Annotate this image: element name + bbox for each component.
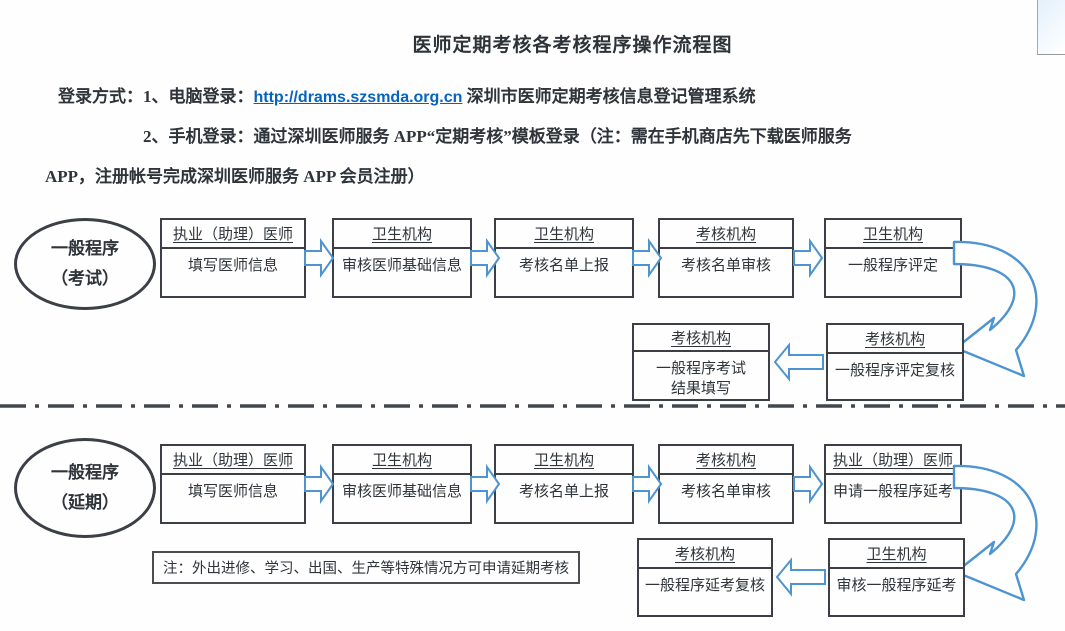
login-line-1: 登录方式：1、电脑登录：http://drams.szsmda.org.cn 深…	[58, 82, 756, 107]
divider-line	[0, 404, 1065, 408]
right-arrow-icon	[632, 464, 662, 504]
step-body: 一般程序评定复核	[834, 363, 955, 379]
url-link[interactable]: http://drams.szsmda.org.cn	[253, 89, 463, 106]
step-body: 考核名单审核	[680, 484, 771, 500]
flow-exam-label-line1: 一般程序	[51, 239, 119, 259]
page-title: 医师定期考核各考核程序操作流程图	[412, 35, 733, 56]
flow-defer-label-line2: （延期）	[51, 493, 119, 512]
step-box: 执业（助理）医师 填写医师信息	[160, 218, 306, 298]
flow-exam-label-line2: （考试）	[51, 269, 119, 288]
step-box: 卫生机构 考核名单上报	[494, 444, 634, 524]
step-header: 卫生机构	[826, 220, 960, 249]
login-line-1-suffix: 深圳市医师定期考核信息登记管理系统	[462, 87, 756, 106]
login-line-1-prefix: 登录方式：1、电脑登录：	[58, 87, 254, 106]
step-body: 考核名单上报	[518, 258, 609, 274]
step-box: 卫生机构 考核名单上报	[494, 218, 634, 298]
step-header: 卫生机构	[496, 446, 632, 475]
left-arrow-icon	[776, 557, 826, 597]
step-header: 考核机构	[639, 540, 771, 569]
flow-defer-label-line1: 一般程序	[51, 463, 119, 483]
login-line-2: 2、手机登录：通过深圳医师服务 APP“定期考核”模板登录（注：需在手机商店先下…	[143, 127, 852, 146]
step-body: 审核一般程序延考	[836, 578, 957, 594]
page-corner-artifact	[1037, 0, 1065, 55]
login-line-3: APP，注册帐号完成深圳医师服务 APP 会员注册）	[45, 167, 425, 186]
step-body: 考核名单审核	[680, 258, 771, 274]
step-header: 卫生机构	[334, 446, 470, 475]
step-body: 审核医师基础信息	[341, 258, 462, 274]
right-arrow-icon	[470, 464, 500, 504]
step-box: 执业（助理）医师 填写医师信息	[160, 444, 306, 524]
step-header: 卫生机构	[830, 540, 963, 569]
curved-arrow-icon	[952, 464, 1038, 602]
step-header: 考核机构	[828, 325, 962, 354]
step-box: 卫生机构 审核医师基础信息	[332, 218, 472, 298]
step-body: 考核名单上报	[518, 484, 609, 500]
step-box: 考核机构 考核名单审核	[658, 444, 794, 524]
step-header: 执业（助理）医师	[162, 446, 304, 475]
right-arrow-icon	[304, 464, 334, 504]
note-box: 注：外出进修、学习、出国、生产等特殊情况方可申请延期考核	[152, 551, 580, 584]
step-body: 审核医师基础信息	[341, 484, 462, 500]
step-body: 一般程序延考复核	[644, 578, 765, 594]
flow-exam-label: 一般程序 （考试）	[14, 218, 156, 310]
step-header: 考核机构	[634, 325, 768, 352]
step-header: 执业（助理）医师	[162, 220, 304, 249]
curved-arrow-icon	[952, 240, 1038, 378]
step-body-line2: 结果填写	[670, 380, 731, 397]
step-body: 一般程序评定	[847, 258, 938, 274]
step-box: 卫生机构 审核医师基础信息	[332, 444, 472, 524]
right-arrow-icon	[793, 464, 823, 504]
step-body: 一般程序考试 结果填写	[634, 352, 768, 400]
step-body-line1: 一般程序考试	[655, 360, 746, 377]
step-header: 卫生机构	[496, 220, 632, 249]
step-box: 考核机构 一般程序考试 结果填写	[632, 323, 770, 401]
right-arrow-icon	[632, 238, 662, 278]
step-box: 执业（助理）医师 申请一般程序延考	[824, 444, 962, 524]
flow-defer-label: 一般程序 （延期）	[14, 438, 156, 538]
step-box: 考核机构 一般程序评定复核	[826, 323, 964, 401]
step-header: 执业（助理）医师	[826, 446, 960, 475]
step-header: 考核机构	[660, 220, 792, 249]
step-header: 卫生机构	[334, 220, 470, 249]
right-arrow-icon	[304, 238, 334, 278]
step-header: 考核机构	[660, 446, 792, 475]
step-box: 考核机构 考核名单审核	[658, 218, 794, 298]
step-body: 申请一般程序延考	[832, 484, 953, 500]
right-arrow-icon	[470, 238, 500, 278]
step-body: 填写医师信息	[187, 258, 278, 274]
step-box: 考核机构 一般程序延考复核	[637, 538, 773, 617]
step-box: 卫生机构 审核一般程序延考	[828, 538, 965, 617]
right-arrow-icon	[793, 238, 823, 278]
left-arrow-icon	[774, 342, 824, 382]
step-body: 填写医师信息	[187, 484, 278, 500]
step-box: 卫生机构 一般程序评定	[824, 218, 962, 298]
